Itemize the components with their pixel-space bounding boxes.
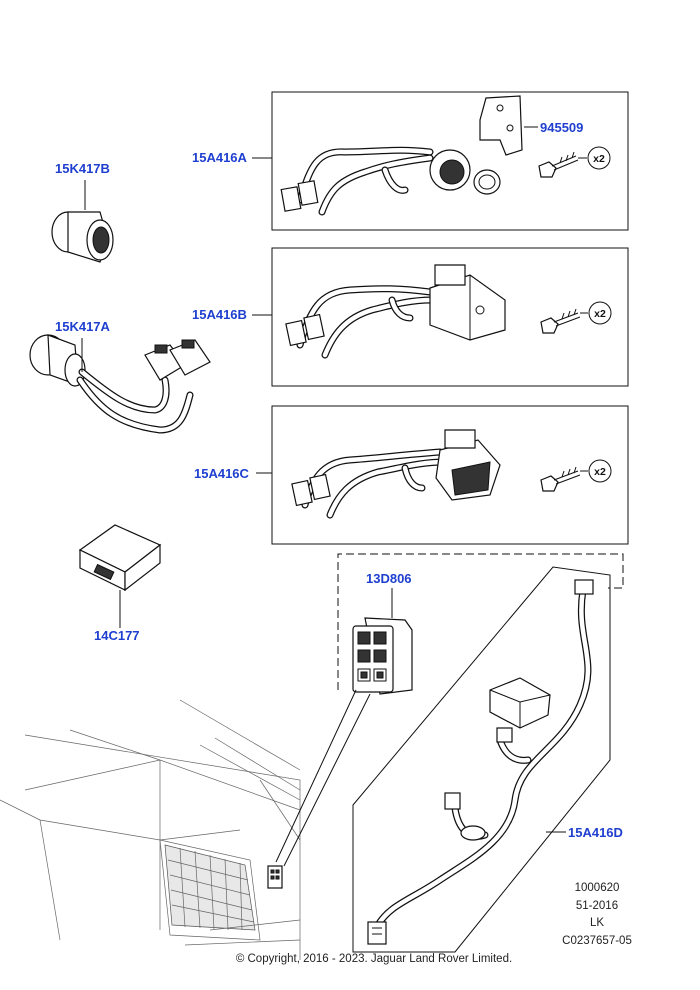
label-15K417B: 15K417B xyxy=(55,161,110,176)
adapter-15K417A xyxy=(29,334,211,434)
qty-label-b: x2 xyxy=(594,308,606,320)
harness-a-plug-1 xyxy=(280,186,302,212)
bolt-b xyxy=(540,308,581,334)
label-14C177: 14C177 xyxy=(94,628,140,643)
label-13D806: 13D806 xyxy=(366,571,412,586)
date-code: 51-2016 xyxy=(576,900,618,912)
module-14C177 xyxy=(78,524,162,628)
switch-pack-13D806 xyxy=(352,588,413,695)
label-945509: 945509 xyxy=(540,120,583,135)
harness-b-frame xyxy=(271,247,629,387)
bracket-945509 xyxy=(479,95,523,156)
harness-a-cap xyxy=(473,169,501,195)
qty-label-a: x2 xyxy=(593,153,605,165)
bolt-a xyxy=(538,151,579,178)
vehicle-interior-view xyxy=(0,689,371,960)
label-15A416A: 15A416A xyxy=(192,150,248,165)
cargo-net xyxy=(164,844,256,931)
harness-a-box xyxy=(271,91,629,231)
harness-c-box xyxy=(271,405,629,545)
initials: LK xyxy=(590,917,604,929)
switch-pack-dashed-frame xyxy=(337,553,624,690)
label-15A416D: 15A416D xyxy=(568,825,623,840)
qty-circle-a xyxy=(587,146,611,170)
qty-label-c: x2 xyxy=(594,466,606,478)
switch-location xyxy=(267,865,283,889)
label-15A416C: 15A416C xyxy=(194,466,250,481)
harness-b-box xyxy=(271,247,629,387)
ref-number: 1000620 xyxy=(575,882,620,894)
harness-a-frame xyxy=(271,91,629,231)
label-15A416B: 15A416B xyxy=(192,307,247,322)
harness-c-frame xyxy=(271,405,629,545)
socket-15K417B xyxy=(51,180,114,263)
harness-d xyxy=(352,566,611,953)
image-code: C0237657-05 xyxy=(562,935,632,947)
harness-a-plug-2 xyxy=(297,180,319,206)
harness-d-frame xyxy=(352,566,611,953)
bolt-c xyxy=(540,466,581,492)
copyright: © Copyright, 2016 - 2023. Jaguar Land Ro… xyxy=(236,953,512,965)
qty-circle-c xyxy=(588,459,612,483)
qty-circle-b xyxy=(588,301,612,325)
label-15K417A: 15K417A xyxy=(55,319,111,334)
